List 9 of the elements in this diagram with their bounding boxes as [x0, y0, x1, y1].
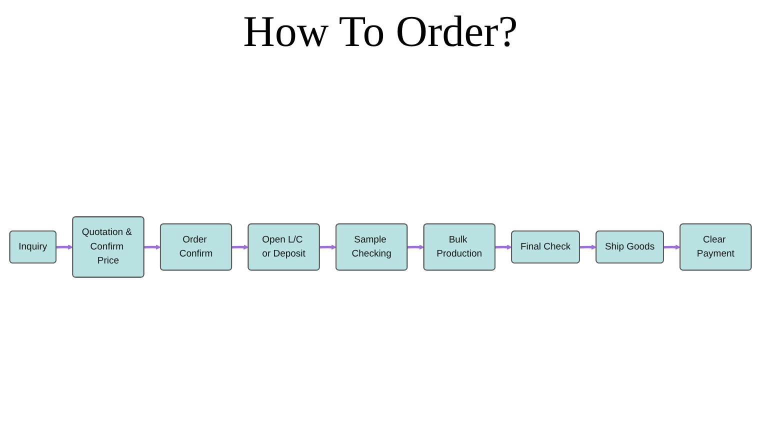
arrow — [144, 244, 161, 250]
arrow — [320, 244, 337, 250]
arrow — [232, 244, 249, 250]
arrow — [664, 244, 681, 250]
arrow — [495, 244, 512, 250]
arrow — [580, 244, 597, 250]
arrow — [56, 244, 74, 250]
arrow — [407, 244, 424, 250]
title: How To Order? — [242, 6, 519, 57]
